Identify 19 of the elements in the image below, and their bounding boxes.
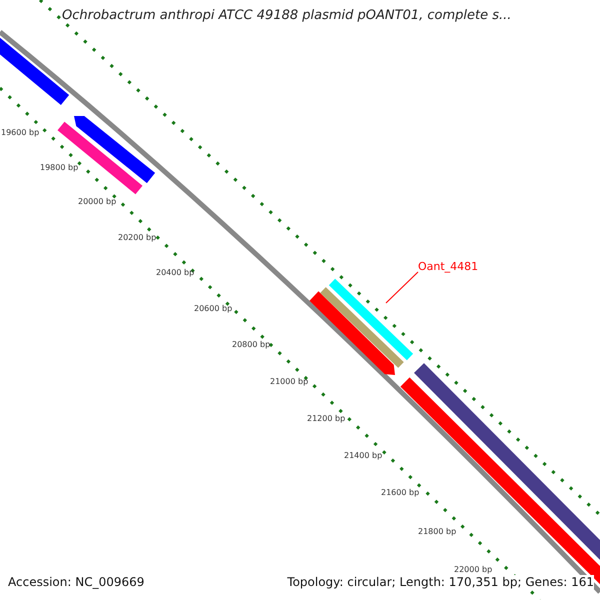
tick-label: 21400 bp — [344, 451, 382, 460]
tick-label: 21000 bp — [270, 377, 308, 386]
tick-label: 19800 bp — [40, 163, 78, 172]
tick-label: 20400 bp — [156, 268, 194, 277]
gene-bar — [320, 287, 404, 368]
footer-text: Accession: NC_009669 — [8, 575, 144, 589]
tick-label: 21600 bp — [381, 488, 420, 497]
tick-label: 20200 bp — [118, 233, 156, 242]
tick-label: 19600 bp — [1, 128, 40, 137]
gene-label: Oant_4481 — [418, 260, 478, 273]
tick-label: 22000 bp — [454, 565, 492, 574]
tick-label: 21200 bp — [307, 414, 346, 423]
tick-label: 21800 bp — [418, 527, 456, 536]
plot-title: Ochrobactrum anthropi ATCC 49188 plasmid pOANT01, complete s... — [62, 8, 512, 23]
leader-line — [386, 272, 418, 304]
footer-text: Topology: circular; Length: 170,351 bp; Genes: 161 — [287, 575, 594, 589]
tick-label: 20600 bp — [194, 304, 232, 313]
tick-label: 20800 bp — [232, 340, 270, 349]
tick-label: 20000 bp — [78, 197, 116, 206]
